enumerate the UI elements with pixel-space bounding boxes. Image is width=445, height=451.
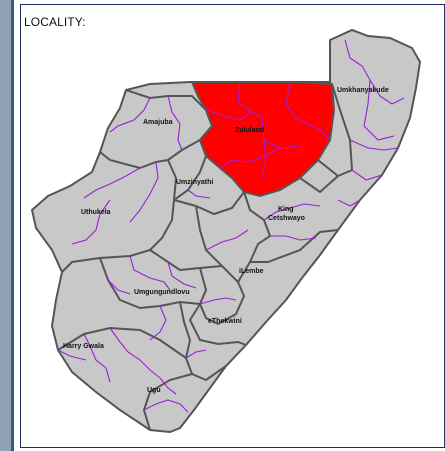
district-label-ilembe: iLembe bbox=[239, 268, 264, 275]
locality-label: LOCALITY: bbox=[24, 15, 86, 29]
left-sidebar-strip bbox=[0, 0, 14, 451]
district-label-umzinyathi: Umzinyathi bbox=[176, 179, 213, 186]
district-label-ugu: Ugu bbox=[147, 387, 161, 394]
district-label-amajuba: Amajuba bbox=[143, 119, 173, 126]
municipal-borders bbox=[57, 39, 405, 413]
district-label-umgungundlovu: Umgungundlovu bbox=[134, 289, 190, 296]
district-label-harry-gwala: Harry Gwala bbox=[63, 343, 104, 350]
left-sidebar-edge bbox=[11, 0, 14, 451]
district-label-zululand: Zululand bbox=[235, 127, 264, 134]
district-label-ethekwini: eThekwini bbox=[208, 318, 242, 325]
district-label-uthukela: Uthukela bbox=[81, 209, 111, 216]
district-label-king: King bbox=[278, 206, 294, 213]
district-label-umkhanyakude: Umkhanyakude bbox=[337, 87, 389, 94]
district-label-cetshwayo: Cetshwayo bbox=[268, 215, 305, 222]
